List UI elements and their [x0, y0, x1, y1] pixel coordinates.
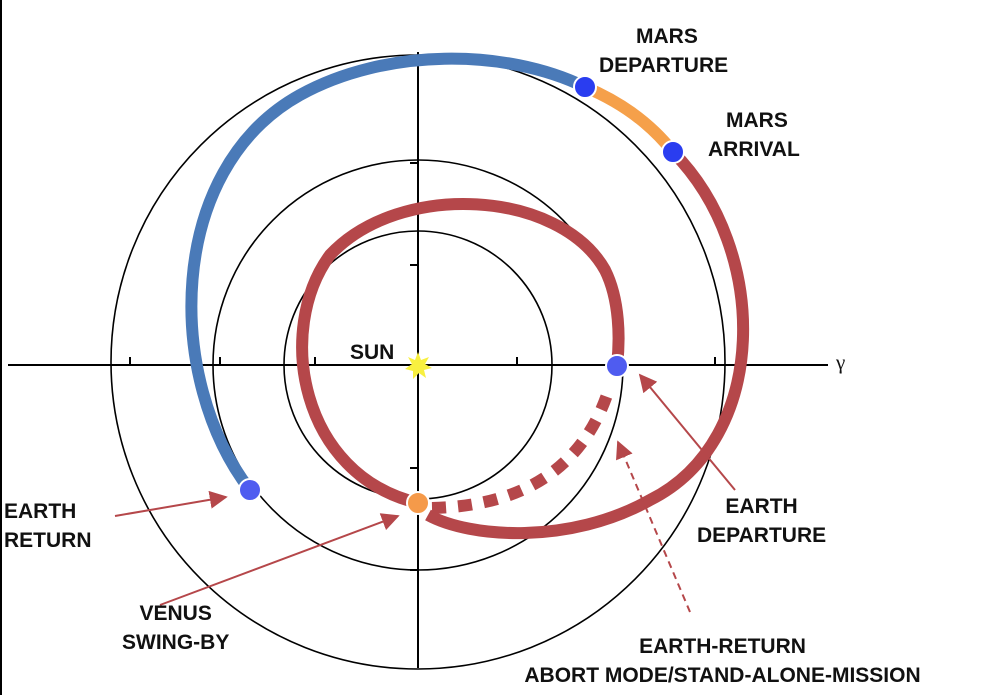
sun-label: SUN — [350, 341, 395, 364]
earth-departure-arrow — [638, 373, 736, 491]
label-line: DEPARTURE — [599, 54, 729, 77]
abort-trajectory — [431, 390, 614, 514]
return-trajectory-inner — [296, 198, 625, 509]
earth-departure-point — [605, 354, 629, 378]
earth-return-point — [238, 478, 262, 502]
label-line: RETURN — [4, 529, 92, 552]
mars-departure-label: MARS DEPARTURE — [599, 22, 728, 80]
mars-arrival-point — [661, 140, 685, 164]
abort-mode-label: EARTH-RETURN ABORT MODE/STAND-ALONE-MISS… — [490, 632, 955, 690]
page-border — [0, 0, 2, 695]
mars-stay-arc — [582, 81, 678, 156]
earth-return-arrow — [114, 490, 228, 517]
earth-departure-label: EARTH DEPARTURE — [697, 492, 826, 550]
label-line: EARTH-RETURN — [639, 635, 806, 658]
label-line: ABORT MODE/STAND-ALONE-MISSION — [524, 664, 921, 687]
abort-mode-arrow — [616, 440, 691, 613]
axis-ticks — [129, 162, 716, 571]
label-line: DEPARTURE — [697, 524, 827, 547]
vernal-equinox-symbol: γ — [836, 350, 846, 374]
label-line: EARTH — [4, 500, 77, 523]
sun-icon — [405, 352, 432, 379]
venus-swing-by-point — [406, 491, 430, 515]
label-line: SWING-BY — [122, 631, 230, 654]
label-line: ARRIVAL — [708, 138, 800, 161]
earth-return-label: EARTH RETURN — [4, 497, 92, 555]
label-line: VENUS — [139, 602, 212, 625]
venus-swing-by-arrow — [159, 513, 400, 606]
mars-arrival-label: MARS ARRIVAL — [708, 106, 800, 164]
label-line: MARS — [726, 109, 788, 132]
outbound-trajectory — [185, 52, 588, 494]
label-line: MARS — [636, 25, 698, 48]
mars-departure-point — [573, 75, 597, 99]
venus-swing-by-label: VENUS SWING-BY — [122, 599, 229, 657]
return-trajectory-outer — [425, 147, 749, 539]
label-line: EARTH — [725, 495, 798, 518]
